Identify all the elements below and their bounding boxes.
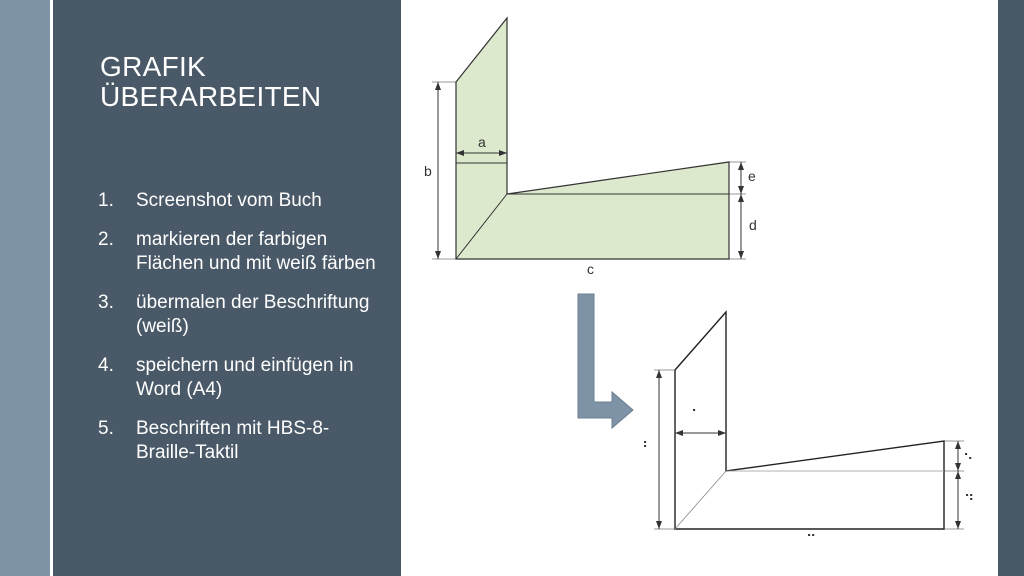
step-item: 5.Beschriften mit HBS-8-Braille-Taktil <box>98 418 330 463</box>
figure-original: a b c d e <box>424 16 757 277</box>
label-e: e <box>748 168 756 184</box>
left-accent-strip <box>0 0 50 576</box>
braille-label-d: ⠙ <box>964 492 974 508</box>
step-item: 3.übermalen der Beschriftung (weiß) <box>98 292 370 337</box>
slide-title: GRAFIK ÜBERARBEITEN <box>100 52 321 112</box>
steps-list: 1.Screenshot vom Buch 2.markieren der fa… <box>98 189 388 480</box>
figure-tactile-outline <box>674 310 945 530</box>
left-divider <box>50 0 53 576</box>
label-d: d <box>749 217 757 233</box>
slide-title-line-1: GRAFIK <box>100 51 207 82</box>
braille-label-e: ⠑ <box>963 451 973 467</box>
braille-label-a: ⠁ <box>691 407 701 423</box>
label-b: b <box>424 163 432 179</box>
text-panel: GRAFIK ÜBERARBEITEN 1.Screenshot vom Buc… <box>53 0 401 576</box>
figure-original-fill <box>455 16 730 260</box>
step-item: 4.speichern und einfügen in Word (A4) <box>98 355 354 400</box>
braille-label-b: ⠃ <box>642 439 652 455</box>
step-item: 1.Screenshot vom Buch <box>98 190 322 211</box>
slide-title-line-2: ÜBERARBEITEN <box>100 81 322 112</box>
step-item: 2.markieren der farbigen Flächen und mit… <box>98 229 376 274</box>
label-c: c <box>587 261 594 277</box>
arrow-down-right-icon <box>577 293 634 430</box>
figure-tactile: ⠁ ⠃ ⠉ ⠙ ⠑ <box>642 310 974 548</box>
label-a: a <box>478 134 486 150</box>
braille-label-c: ⠉ <box>806 532 816 548</box>
right-accent-strip <box>998 0 1024 576</box>
